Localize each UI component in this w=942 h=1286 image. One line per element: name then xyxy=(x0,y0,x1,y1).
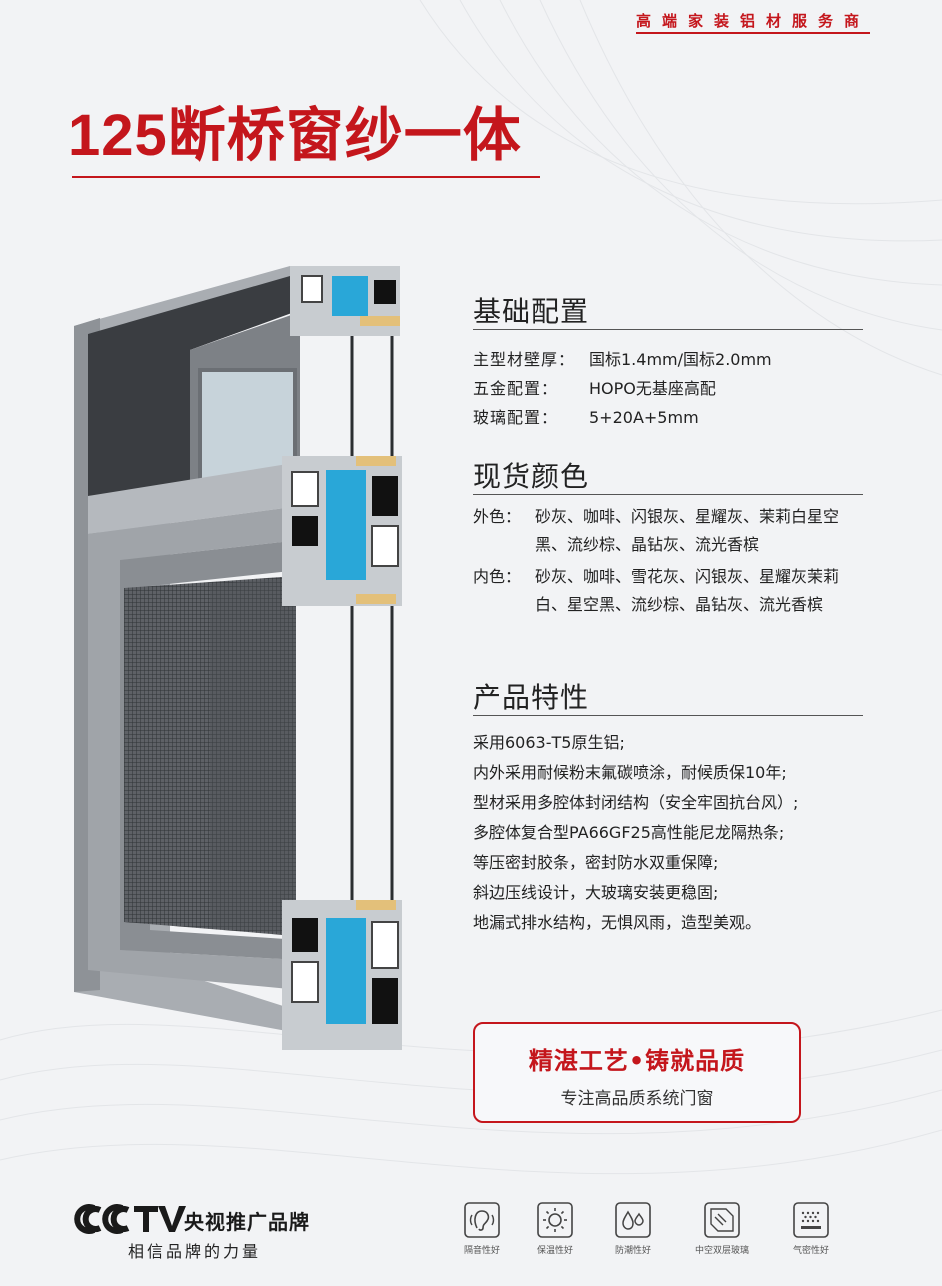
stock-colors-heading: 现货颜色 xyxy=(473,460,590,493)
interior-label: 内色： xyxy=(473,567,522,586)
sun-icon xyxy=(537,1202,573,1238)
spec-row-hardware: 五金配置： HOPO无基座高配 xyxy=(473,375,716,399)
feature-item: 多腔体复合型PA66GF25高性能尼龙隔热条; xyxy=(473,823,785,842)
badge-airtight: 气密性好 xyxy=(776,1200,846,1256)
feature-item: 斜边压线设计，大玻璃安装更稳固; xyxy=(473,883,719,902)
feature-item: 采用6063-T5原生铝; xyxy=(473,733,625,752)
droplet-icon xyxy=(615,1202,651,1238)
glass-pane-icon xyxy=(704,1202,740,1238)
badge-double-glass: 中空双层玻璃 xyxy=(687,1200,757,1256)
spec-value: HOPO无基座高配 xyxy=(589,379,716,398)
badge-label: 气密性好 xyxy=(792,1246,829,1256)
spec-value: 国标1.4mm/国标2.0mm xyxy=(589,350,772,369)
spec-label: 五金配置： xyxy=(473,379,559,398)
exterior-label: 外色： xyxy=(473,507,522,526)
spec-value: 5+20A+5mm xyxy=(589,408,699,427)
badge-insulation: 保温性好 xyxy=(520,1200,590,1256)
basic-config-rule xyxy=(473,329,863,330)
badge-label: 防潮性好 xyxy=(614,1246,651,1256)
feature-item: 等压密封胶条，密封防水双重保障; xyxy=(473,853,719,872)
stock-colors-rule xyxy=(473,494,863,495)
badge-soundproof: 隔音性好 xyxy=(447,1200,517,1256)
quality-subtitle: 专注高品质系统门窗 xyxy=(560,1089,714,1109)
badge-moistureproof: 防潮性好 xyxy=(598,1200,668,1256)
features-heading: 产品特性 xyxy=(473,681,590,714)
badge-label: 隔音性好 xyxy=(463,1246,500,1256)
page-title: 125断桥窗纱一体 xyxy=(68,103,522,168)
quality-title: 精湛工艺•铸就品质 xyxy=(528,1047,746,1075)
spec-row-wall-thickness: 主型材壁厚： 国标1.4mm/国标2.0mm xyxy=(473,346,772,370)
basic-config-heading: 基础配置 xyxy=(473,295,590,328)
brand-text: 央视推广品牌 xyxy=(184,1210,310,1234)
cctv-logo-icon xyxy=(74,1204,186,1234)
window-profile-illustration xyxy=(74,266,402,1050)
interior-value: 砂灰、咖啡、雪花灰、闪银灰、星耀灰茉莉白、星空黑、流纱棕、晶钻灰、流光香槟 xyxy=(535,567,840,614)
brand-slogan: 相信品牌的力量 xyxy=(128,1242,262,1261)
spec-label: 玻璃配置： xyxy=(473,408,559,427)
ear-icon xyxy=(464,1202,500,1238)
exterior-value: 砂灰、咖啡、闪银灰、星耀灰、茉莉白星空黑、流纱棕、晶钻灰、流光香槟 xyxy=(535,507,840,554)
tagline: 高端家装铝材服务商 xyxy=(635,10,870,34)
spec-row-glass: 玻璃配置： 5+20A+5mm xyxy=(473,404,699,428)
airtight-icon xyxy=(793,1202,829,1238)
title-underline xyxy=(72,176,540,178)
features-rule xyxy=(473,715,863,716)
feature-item: 地漏式排水结构，无惧风雨，造型美观。 xyxy=(473,913,762,932)
feature-item: 内外采用耐候粉末氟碳喷涂，耐候质保10年; xyxy=(473,763,787,782)
feature-list: 采用6063-T5原生铝; 内外采用耐候粉末氟碳喷涂，耐候质保10年; 型材采用… xyxy=(473,728,873,938)
quality-box: 精湛工艺•铸就品质 专注高品质系统门窗 xyxy=(473,1022,801,1123)
badge-label: 保温性好 xyxy=(536,1246,573,1256)
spec-label: 主型材壁厚： xyxy=(473,350,576,369)
badge-label: 中空双层玻璃 xyxy=(694,1246,749,1256)
feature-item: 型材采用多腔体封闭结构（安全牢固抗台风）; xyxy=(473,793,799,812)
